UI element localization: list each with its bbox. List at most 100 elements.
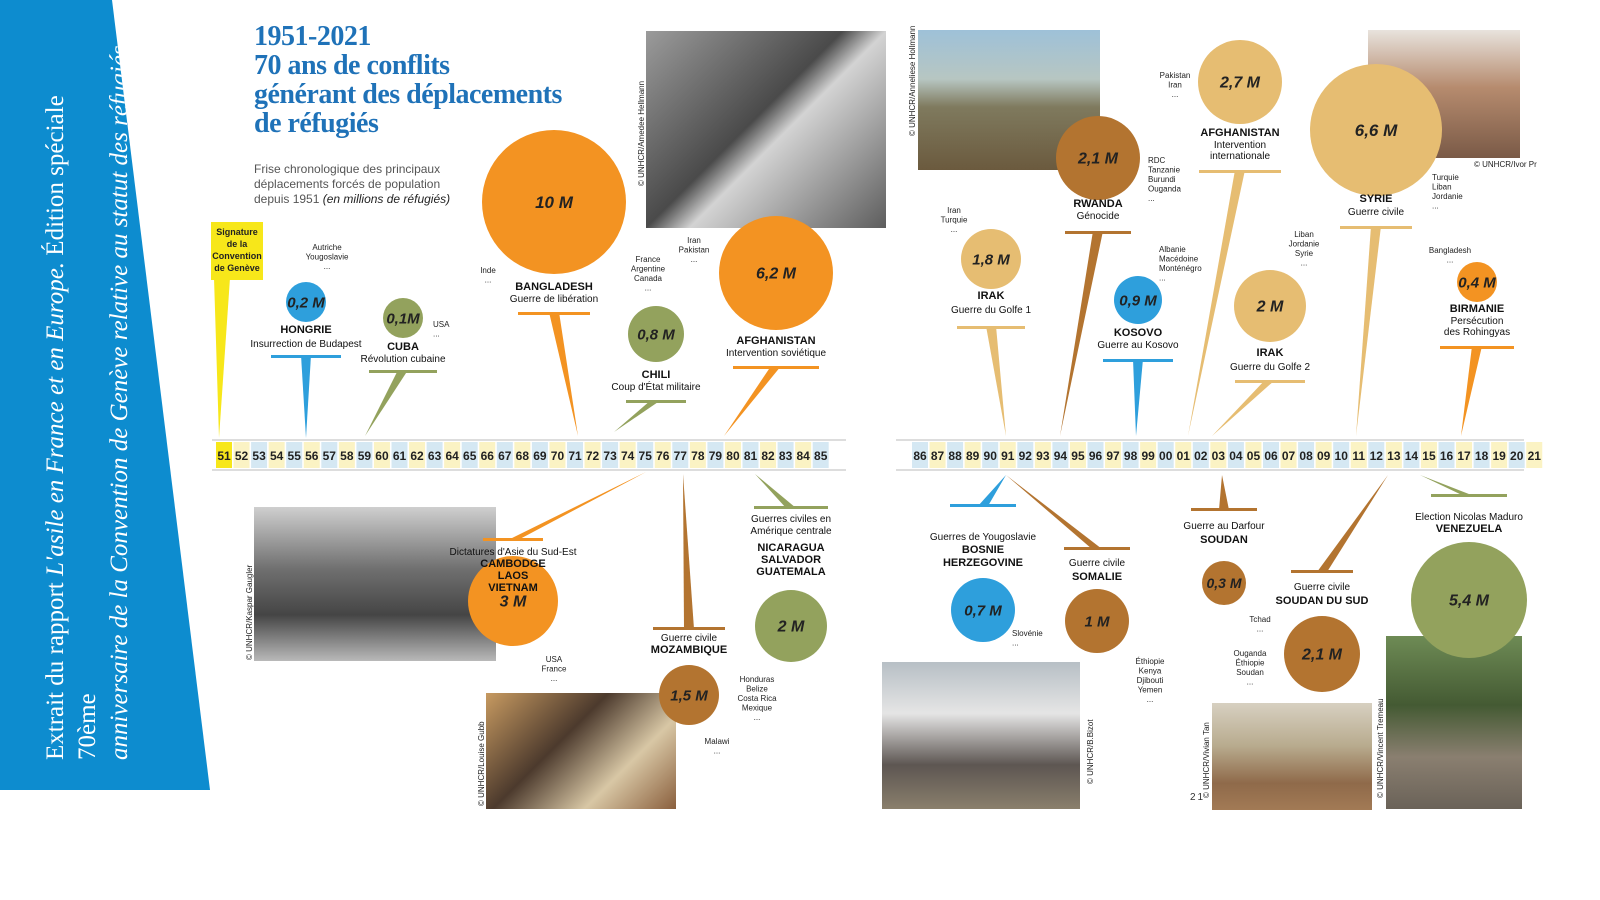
year-label: 71 [568,449,582,463]
year-label: 09 [1317,449,1331,463]
event-destination: Éthiopie [1136,657,1165,666]
event-country: KOSOVO [1114,327,1163,339]
event-country: RWANDA [1073,198,1122,210]
event-pointer [508,472,646,540]
event-destination: Ouganda [1148,185,1181,194]
event-country: NICARAGUA [757,542,824,554]
year-label: 15 [1422,449,1436,463]
year-label: 91 [1001,449,1015,463]
event-country: HERZEGOVINE [943,557,1023,569]
event-country: LAOS [498,570,529,582]
signature-pointer [214,278,230,438]
event-destination: ... [324,262,331,271]
event-destination: France [542,665,567,674]
event-destination: Autriche [312,243,342,252]
event-value: 2,7 M [1219,75,1261,92]
event-value: 2,1 M [1301,647,1343,664]
year-label: 76 [656,449,670,463]
event-country: BANGLADESH [515,281,593,293]
year-tick [1508,442,1525,468]
year-tick [707,442,724,468]
event-country: SOUDAN DU SUD [1276,595,1369,607]
year-label: 94 [1054,449,1068,463]
event-description: Guerres civiles en [751,514,831,525]
event-value: 0,8 M [637,326,675,343]
year-label: 05 [1247,449,1261,463]
year-tick [409,442,426,468]
event-destination: Belize [746,685,768,694]
year-tick [654,442,671,468]
year-tick [689,442,706,468]
event-pointer [1420,475,1474,496]
signature-label: Signature [216,227,258,237]
event-destination: Liban [1294,230,1314,239]
event-pointer [1212,380,1275,436]
year-label: 66 [481,449,495,463]
year-label: 77 [674,449,688,463]
event-pointer [1317,475,1388,572]
event-destination: Yemen [1138,686,1163,695]
year-tick [1105,442,1122,468]
event-destination: Malawi [705,737,730,746]
year-label: 82 [761,449,775,463]
event-pointer [1356,226,1381,436]
event-country: BOSNIE [962,544,1004,556]
event-bubble [951,578,1015,642]
event-value: 1,8 M [972,251,1010,268]
event-destination: Iran [1168,81,1182,90]
timeline-shapes [211,40,1527,725]
event-description: Révolution cubaine [360,354,445,365]
year-label: 78 [691,449,705,463]
year-tick [373,442,390,468]
event-destination: Turquie [1432,173,1459,182]
event-destination: Albanie [1159,245,1186,254]
year-label: 79 [709,449,723,463]
event-label-bar [1199,170,1281,173]
event-bubble [1310,64,1442,196]
event-destination: Syrie [1295,249,1314,258]
event-destination: Iran [687,236,701,245]
event-country: HONGRIE [280,324,331,336]
year-tick [672,442,689,468]
year-label: 97 [1106,449,1120,463]
year-label: 67 [498,449,512,463]
event-country: IRAK [1257,347,1284,359]
event-country: BIRMANIE [1450,303,1504,315]
year-tick [1140,442,1157,468]
year-tick [1245,442,1262,468]
year-tick [602,442,619,468]
year-tick [1210,442,1227,468]
event-destination: ... [485,276,492,285]
year-tick [549,442,566,468]
event-bubble [1202,561,1246,605]
event-pointer [755,474,796,508]
year-label: 01 [1177,449,1191,463]
year-label: 10 [1335,449,1349,463]
year-tick [391,442,408,468]
photo-bosnia-bus [882,662,1080,809]
event-destination: Kenya [1139,667,1162,676]
event-country: CHILI [642,369,671,381]
event-pointer [549,312,578,436]
year-tick [777,442,794,468]
event-pointer [978,475,1006,506]
year-label: 93 [1036,449,1050,463]
year-tick [812,442,829,468]
event-description: Guerre au Kosovo [1097,340,1179,351]
year-tick [742,442,759,468]
event-label-bar [754,506,828,509]
event-label-bar [733,366,819,369]
year-tick [216,442,232,468]
event-value: 6,6 M [1355,121,1398,140]
event-country: AFGHANISTAN [736,335,815,347]
year-tick [1403,442,1420,468]
event-value: 10 M [535,193,574,212]
year-tick [982,442,999,468]
year-tick [1438,442,1455,468]
year-tick [1017,442,1034,468]
year-label: 89 [966,449,980,463]
event-bubble [1114,276,1162,324]
year-label: 85 [814,449,828,463]
year-label: 96 [1089,449,1103,463]
year-tick [1280,442,1297,468]
